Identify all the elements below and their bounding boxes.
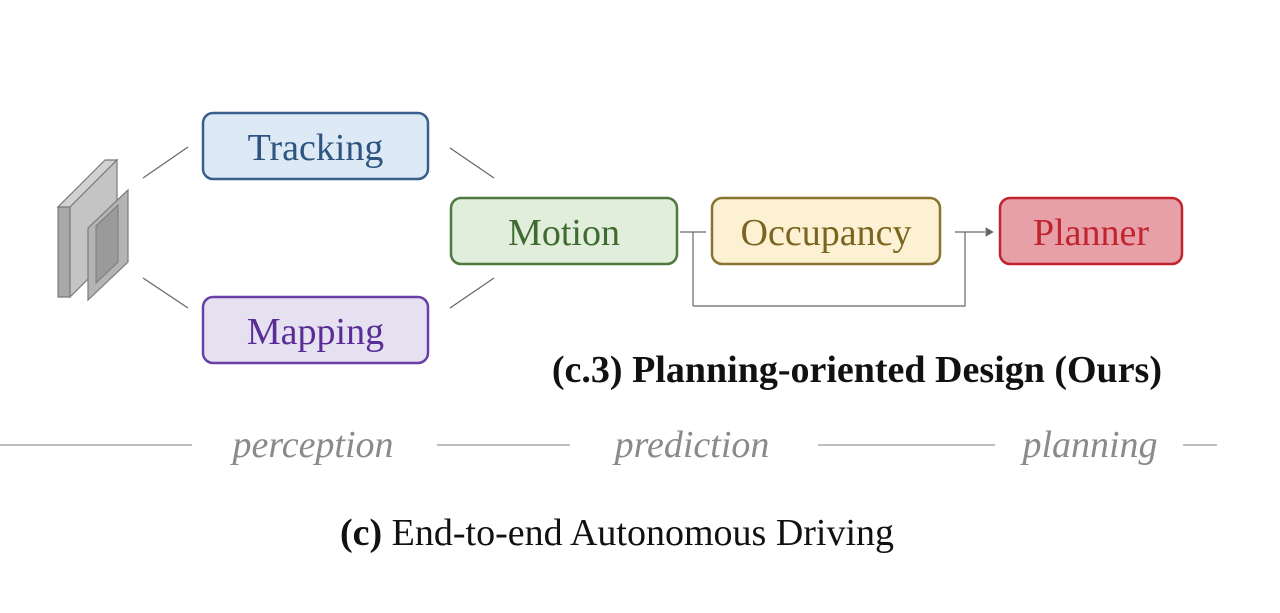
sensor-plate-inner [95, 203, 119, 285]
node-occupancy-box [710, 196, 942, 266]
node-tracking-box [201, 111, 430, 181]
sensor-stack-icon [56, 158, 129, 302]
sensor-plate-back-side [57, 193, 71, 298]
figure-caption-text: End-to-end Autonomous Driving [392, 512, 894, 554]
subcaption-space [623, 349, 633, 391]
node-motion-label: Motion [508, 212, 620, 254]
node-tracking-label: Tracking [248, 127, 384, 169]
node-planner: Planner [998, 196, 1184, 266]
node-occupancy: Occupancy [710, 196, 942, 266]
node-tracking: Tracking [201, 111, 430, 181]
connector-sensor-mapping [142, 277, 189, 309]
connector-motion-bypass [693, 232, 966, 307]
subcaption-text: Planning-oriented Design (Ours) [632, 349, 1162, 391]
arrowhead-planner [985, 227, 994, 237]
figure-caption-prefix: (c) [340, 512, 382, 554]
node-planner-label: Planner [1033, 212, 1149, 254]
subcaption-prefix: (c.3) [552, 349, 623, 391]
stage-label-perception: perception [229, 424, 393, 466]
connectors [142, 146, 994, 309]
stage-label-planning: planning [1019, 424, 1157, 466]
node-planner-box [998, 196, 1184, 266]
node-mapping-box [201, 295, 430, 365]
subcaption: (c.3) Planning-oriented Design (Ours) [552, 349, 1162, 391]
node-occupancy-label: Occupancy [741, 212, 912, 254]
connector-mapping-motion [449, 277, 495, 309]
connector-sensor-tracking [142, 146, 189, 179]
node-mapping: Mapping [201, 295, 430, 365]
stage-label-prediction: prediction [612, 424, 770, 466]
figure-caption-space [382, 512, 392, 554]
node-motion: Motion [449, 196, 679, 266]
node-mapping-label: Mapping [247, 311, 384, 353]
figure-caption: (c) End-to-end Autonomous Driving [340, 512, 894, 554]
connector-tracking-motion [449, 147, 495, 179]
node-motion-box [449, 196, 679, 266]
